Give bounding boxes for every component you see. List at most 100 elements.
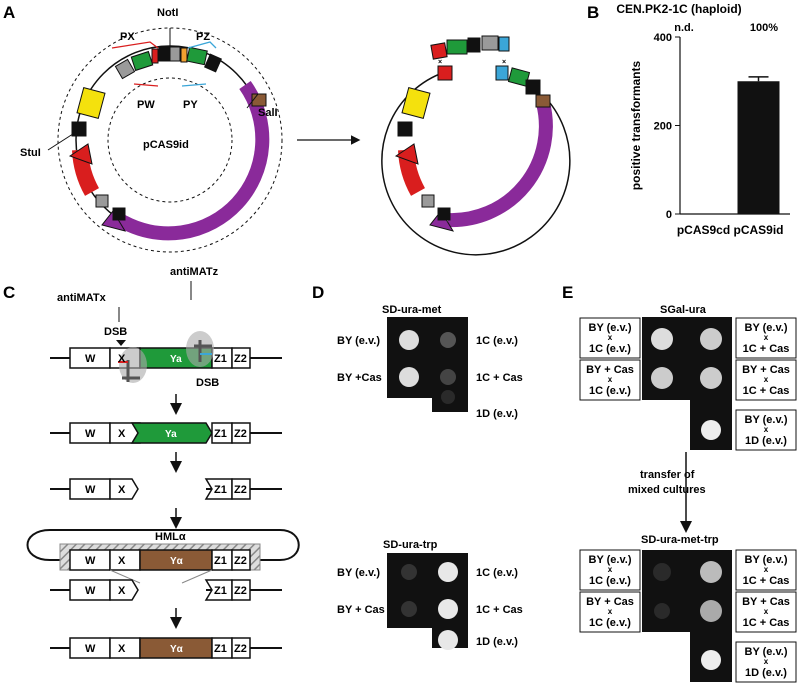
z2-2: Z2 (234, 428, 247, 440)
box-line: 1C (e.v.) (589, 385, 631, 397)
box-line: BY (e.v.) (745, 414, 788, 426)
anti-matx-label: antiMATx (57, 292, 107, 304)
e-top-right-box-1: BY (e.v.)x1C + Cas (735, 317, 797, 359)
e-bottom-right-box-3: BY (e.v.)x1D (e.v.) (735, 641, 797, 683)
w-5: W (85, 585, 96, 597)
d-top-right-2: 1D (e.v.) (476, 408, 518, 420)
box-line: 1C + Cas (743, 617, 790, 629)
box-line: 1D (e.v.) (745, 667, 787, 679)
x-3: X (118, 484, 126, 496)
dsb-label-1: DSB (104, 326, 127, 338)
box-line: 1C + Cas (743, 385, 790, 397)
box-line: 1C + Cas (743, 575, 790, 587)
d-bottom-right-0: 1C (e.v.) (476, 567, 518, 579)
z1-2: Z1 (214, 428, 227, 440)
z1-1: Z1 (214, 353, 227, 365)
error-bar-pCAS9id (748, 76, 769, 82)
box-line: 1C (e.v.) (589, 575, 631, 587)
box-line: BY (e.v.) (745, 646, 788, 658)
box-line: BY (e.v.) (745, 554, 788, 566)
anti-matz-label: antiMATz (170, 266, 219, 278)
ya-2: Ya (165, 429, 177, 440)
d-bottom-left-1: BY + Cas (337, 604, 385, 616)
py-label: PY (183, 99, 198, 111)
box-line: BY (e.v.) (589, 322, 632, 334)
z2-1: Z2 (234, 353, 247, 365)
box-cross: x (608, 607, 613, 616)
box-line: BY (e.v.) (745, 322, 788, 334)
z2-6: Z2 (234, 643, 247, 655)
x-6: X (118, 643, 126, 655)
annot-left: n.d. (674, 22, 694, 34)
z2-3: Z2 (234, 484, 247, 496)
box-line: 1C + Cas (743, 343, 790, 355)
box-cross: x (764, 333, 769, 342)
w-1: W (85, 353, 96, 365)
box-line: BY + Cas (586, 596, 634, 608)
e-top-right-box-3: BY (e.v.)x1D (e.v.) (735, 409, 797, 451)
box-line: BY + Cas (742, 596, 790, 608)
chart-title: CEN.PK2-1C (haploid) (616, 2, 741, 16)
transfer-line-2: mixed cultures (628, 484, 706, 496)
dsb-label-2: DSB (196, 377, 219, 389)
sall-label: SalI (258, 107, 278, 119)
pz-label: PZ (196, 31, 210, 43)
box-line: BY + Cas (742, 364, 790, 376)
y-axis-label: positive transformants (629, 60, 643, 190)
d-bottom-left-0: BY (e.v.) (337, 567, 380, 579)
mat-locus-diagram: antiMATz antiMATx DSB DSB W X Ya Z1 Z2 (26, 266, 300, 659)
w-4: W (85, 555, 96, 567)
x-4: X (118, 555, 126, 567)
notl-label: NotI (157, 7, 178, 19)
svg-text:×: × (438, 59, 442, 66)
box-cross: x (764, 375, 769, 384)
stul-label: StuI (20, 147, 41, 159)
plate-e-bottom: SD-ura-met-trp (641, 534, 732, 682)
panel-b-letter: B (587, 3, 599, 22)
box-cross: x (764, 607, 769, 616)
plate-d-bottom: SD-ura-trp BY (e.v.) BY + Cas 1C (e.v.) … (337, 539, 523, 650)
box-line: 1C (e.v.) (589, 617, 631, 629)
x-1: X (118, 353, 126, 365)
yalpha-6: Yα (170, 644, 184, 655)
box-line: BY (e.v.) (589, 554, 632, 566)
panel-a-letter: A (3, 3, 15, 22)
x-tick-label: pCAS9id (733, 223, 783, 237)
bar-pCAS9id (737, 81, 780, 214)
plate-e-top: SGal-ura (642, 304, 732, 450)
plasmid-right: × × (381, 35, 571, 256)
box-cross: x (764, 565, 769, 574)
box-cross: x (608, 375, 613, 384)
box-cross: x (764, 657, 769, 666)
y-tick-label: 200 (654, 121, 672, 133)
e-bottom-left-box-1: BY (e.v.)x1C (e.v.) (579, 549, 641, 591)
e-bottom-right-box-1: BY (e.v.)x1C + Cas (735, 549, 797, 591)
box-line: 1C (e.v.) (589, 343, 631, 355)
d-top-title: SD-ura-met (382, 304, 442, 316)
e-top-title: SGal-ura (660, 304, 707, 316)
ya-1: Ya (170, 354, 182, 365)
x-5: X (118, 585, 126, 597)
z2-4: Z2 (234, 555, 247, 567)
panel-e-letter: E (562, 283, 573, 302)
x-tick-label: pCAS9cd (677, 223, 730, 237)
e-top-left-box-1: BY (e.v.)x1C (e.v.) (579, 317, 641, 359)
plate-d-top: SD-ura-met BY (e.v.) BY +Cas 1C (e.v.) 1… (337, 304, 523, 420)
z2-5: Z2 (234, 585, 247, 597)
d-top-right-0: 1C (e.v.) (476, 335, 518, 347)
d-top-left-0: BY (e.v.) (337, 335, 380, 347)
box-line: 1D (e.v.) (745, 435, 787, 447)
d-top-right-1: 1C + Cas (476, 372, 523, 384)
z1-3: Z1 (214, 484, 227, 496)
w-6: W (85, 643, 96, 655)
box-cross: x (608, 565, 613, 574)
e-bottom-title: SD-ura-met-trp (641, 534, 719, 546)
pw-label: PW (137, 99, 155, 111)
hml-label: HMLα (155, 531, 186, 543)
